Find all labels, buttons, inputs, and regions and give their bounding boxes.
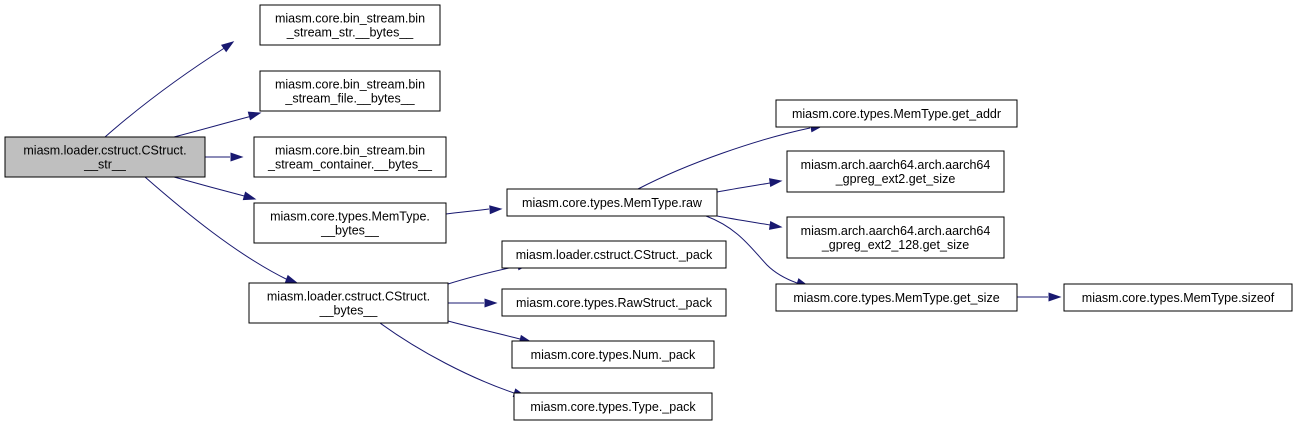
edge-line	[447, 265, 519, 285]
node-label-line: _stream_container.__bytes__	[267, 158, 433, 172]
arrowhead	[489, 205, 503, 215]
node-box	[248, 282, 449, 324]
node-box	[1063, 283, 1293, 312]
edge-line	[716, 215, 771, 226]
node-cs-bytes[interactable]: miasm.loader.cstruct.CStruct.__bytes__	[248, 282, 449, 324]
node-str[interactable]: miasm.loader.cstruct.CStruct.__str__	[4, 136, 206, 178]
node-box	[501, 288, 727, 317]
node-box	[501, 240, 727, 269]
edge-line	[173, 176, 249, 198]
nodes-layer: miasm.loader.cstruct.CStruct.__str__mias…	[4, 4, 1293, 421]
edge-line	[173, 115, 253, 138]
node-mt-bytes[interactable]: miasm.core.types.MemType.__bytes__	[253, 202, 447, 244]
node-box	[786, 216, 1005, 259]
node-label-line: miasm.core.types.Num._pack	[531, 348, 696, 362]
edge-str-to-bs_cont	[205, 152, 244, 162]
node-label-line: miasm.core.types.MemType.sizeof	[1082, 291, 1275, 305]
node-label-line: __str__	[83, 158, 127, 172]
node-bs-file[interactable]: miasm.core.bin_stream.bin_stream_file.__…	[259, 70, 441, 112]
node-label-line: _stream_file.__bytes__	[284, 92, 415, 106]
node-label-line: miasm.loader.cstruct.CStruct._pack	[516, 248, 713, 262]
node-box	[253, 202, 447, 244]
node-cs-pack[interactable]: miasm.loader.cstruct.CStruct._pack	[501, 240, 727, 269]
node-mt-raw[interactable]: miasm.core.types.MemType.raw	[506, 188, 718, 217]
node-bs-cont[interactable]: miasm.core.bin_stream.bin_stream_contain…	[253, 136, 447, 178]
edge-line	[637, 127, 811, 190]
arrowhead	[768, 220, 783, 230]
edge-mt_raw-to-ext2	[716, 178, 783, 193]
node-rs-pack[interactable]: miasm.core.types.RawStruct._pack	[501, 288, 727, 317]
node-box	[775, 99, 1018, 128]
node-label-line: miasm.loader.cstruct.CStruct.	[267, 290, 430, 304]
edge-line	[716, 182, 771, 193]
arrowhead	[1048, 292, 1062, 302]
node-box	[511, 340, 715, 369]
arrowhead	[247, 111, 262, 121]
edge-cs_bytes-to-rs_pack	[448, 298, 498, 308]
node-label-line: _gpreg_ext2_128.get_size	[821, 238, 969, 252]
node-label-line: _stream_str.__bytes__	[286, 26, 415, 40]
node-label-line: __bytes__	[320, 224, 380, 238]
edge-mt_bytes-to-mt_raw	[445, 205, 503, 215]
edge-cs_bytes-to-type_pack	[379, 322, 527, 397]
node-box	[259, 4, 441, 46]
edge-line	[379, 322, 515, 394]
arrowhead	[242, 191, 257, 201]
edge-line	[104, 46, 227, 138]
node-label-line: miasm.core.bin_stream.bin	[275, 12, 425, 26]
edge-str-to-bs_file	[173, 111, 262, 138]
node-box	[513, 392, 713, 421]
node-label-line: miasm.core.bin_stream.bin	[275, 78, 425, 92]
node-label-line: miasm.core.types.MemType.	[270, 210, 430, 224]
node-label-line: miasm.core.types.MemType.get_addr	[792, 107, 1001, 121]
edge-line	[445, 208, 490, 215]
node-label-line: miasm.arch.aarch64.arch.aarch64	[801, 224, 991, 238]
node-label-line: miasm.loader.cstruct.CStruct.	[23, 144, 186, 158]
edge-line	[144, 176, 289, 281]
edge-mt_raw-to-ext2_128	[716, 215, 783, 230]
node-label-line: __bytes__	[319, 304, 379, 318]
node-label-line: _gpreg_ext2.get_size	[835, 172, 956, 186]
node-num-pack[interactable]: miasm.core.types.Num._pack	[511, 340, 715, 369]
node-label-line: miasm.core.types.MemType.raw	[522, 196, 703, 210]
edge-line	[447, 320, 521, 340]
edge-get_size-to-sizeof	[1017, 292, 1062, 302]
node-get-addr[interactable]: miasm.core.types.MemType.get_addr	[775, 99, 1018, 128]
arrowhead	[768, 178, 783, 188]
node-box	[506, 188, 718, 217]
node-box	[4, 136, 206, 178]
arrowhead	[484, 298, 498, 308]
node-label-line: miasm.arch.aarch64.arch.aarch64	[801, 158, 991, 172]
node-sizeof[interactable]: miasm.core.types.MemType.sizeof	[1063, 283, 1293, 312]
arrowhead	[220, 41, 235, 53]
node-box	[253, 136, 447, 178]
node-bs-str[interactable]: miasm.core.bin_stream.bin_stream_str.__b…	[259, 4, 441, 46]
edge-str-to-bs_str	[104, 41, 235, 138]
node-box	[259, 70, 441, 112]
edge-line	[705, 215, 798, 284]
node-box	[775, 283, 1018, 312]
node-label-line: miasm.core.types.MemType.get_size	[793, 291, 999, 305]
node-type-pack[interactable]: miasm.core.types.Type._pack	[513, 392, 713, 421]
node-get-size[interactable]: miasm.core.types.MemType.get_size	[775, 283, 1018, 312]
node-label-line: miasm.core.types.RawStruct._pack	[516, 296, 713, 310]
edge-str-to-mt_bytes	[173, 176, 257, 201]
node-label-line: miasm.core.types.Type._pack	[530, 400, 696, 414]
arrowhead	[230, 152, 244, 162]
node-label-line: miasm.core.bin_stream.bin	[275, 144, 425, 158]
node-ext2[interactable]: miasm.arch.aarch64.arch.aarch64_gpreg_ex…	[786, 150, 1005, 193]
node-ext2-128[interactable]: miasm.arch.aarch64.arch.aarch64_gpreg_ex…	[786, 216, 1005, 259]
node-box	[786, 150, 1005, 193]
